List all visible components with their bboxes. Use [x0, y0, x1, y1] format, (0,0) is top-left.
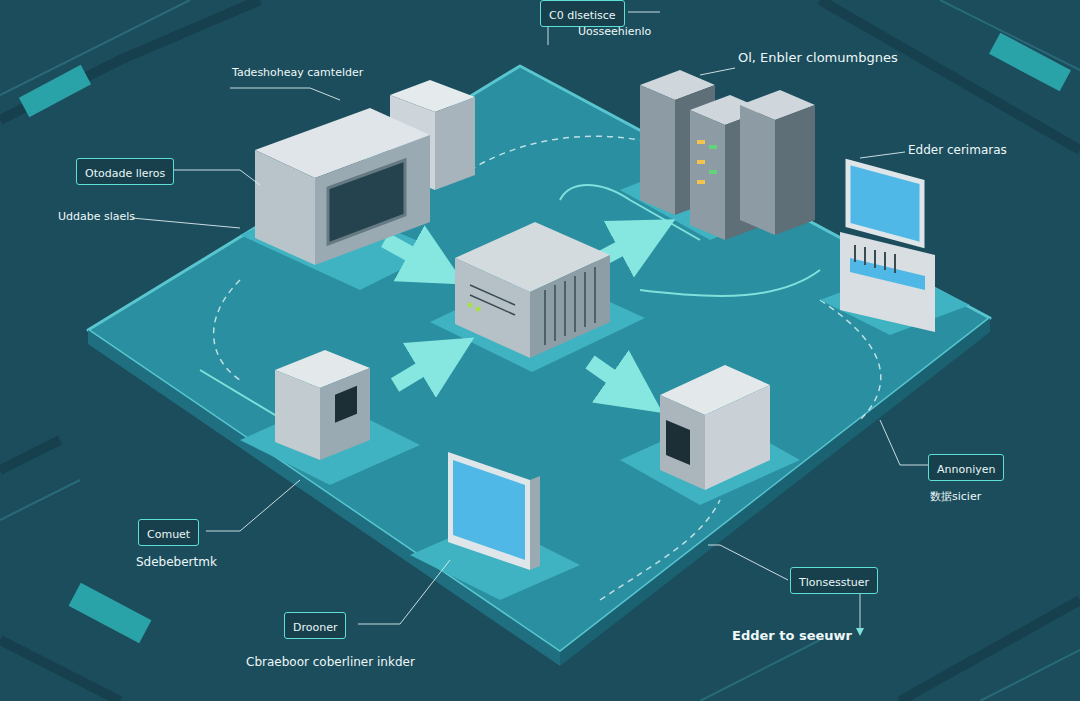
- callout-label: Ol, Enbler clomumbgnes: [738, 50, 898, 65]
- callout-label: Sdebebertmk: [136, 555, 217, 569]
- callout-text: Comuet: [147, 528, 190, 541]
- callout-box: Otodade lleros: [76, 158, 174, 185]
- callout-box: C0 dlsetisce: [540, 0, 625, 27]
- callout-label: Cbraeboor coberliner inkder: [246, 655, 415, 669]
- callout-text: Annoniyen: [937, 463, 995, 476]
- callout-label: Uddabe slaels: [58, 210, 135, 223]
- callout-box: Drooner: [284, 612, 346, 639]
- callout-text: Otodade lleros: [85, 167, 165, 180]
- callout-label: Edder cerimaras: [908, 143, 1007, 157]
- callout-box: Comuet: [138, 519, 199, 546]
- callout-label: Tadeshoheay camtelder: [232, 66, 363, 79]
- callout-text: Tlonsesstuer: [799, 576, 869, 589]
- callout-label: Edder to seeuwr: [732, 628, 852, 643]
- callout-text: Drooner: [293, 621, 337, 634]
- callout-label: 数据sicier: [930, 489, 981, 504]
- callout-box: Annoniyen: [928, 454, 1004, 481]
- callout-box: Tlonsesstuer: [790, 567, 878, 594]
- callout-label: Uosseehienlo: [578, 25, 651, 38]
- callout-text: C0 dlsetisce: [549, 9, 616, 22]
